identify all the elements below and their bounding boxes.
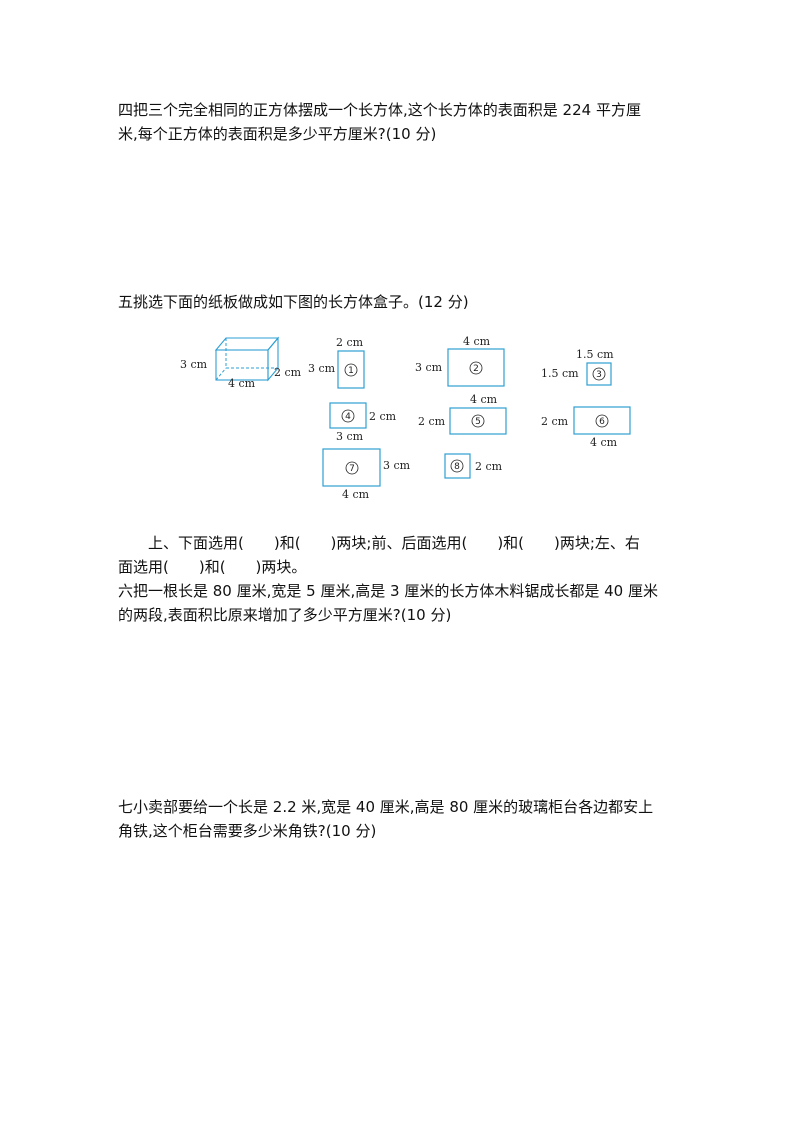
question-5-line-1: 五挑选下面的纸板做成如下图的长方体盒子。(12 分)	[118, 293, 469, 311]
cuboid-figure: 3 cm 2 cm 4 cm 1 2 cm 3 cm 2 4 cm 3 cm 3…	[178, 330, 638, 505]
question-5: 五挑选下面的纸板做成如下图的长方体盒子。(12 分)	[118, 290, 678, 314]
card-8: 8 2 cm	[444, 453, 503, 479]
card-4-num: 4	[345, 412, 351, 422]
card-4-bottom-label: 3 cm	[336, 430, 364, 443]
card-1-top-label: 2 cm	[336, 336, 364, 349]
card-5-circle	[471, 414, 485, 428]
card-3-top-label: 1.5 cm	[576, 348, 614, 361]
card-4-circle	[341, 409, 355, 423]
card-8-right-label: 2 cm	[475, 460, 503, 473]
cuboid-length-label: 4 cm	[228, 377, 256, 390]
card-3-circle	[592, 367, 606, 381]
card-7-circle	[345, 461, 359, 475]
question-6: 六把一根长是 80 厘米,宽是 5 厘米,高是 3 厘米的长方体木料锯成长都是 …	[118, 579, 678, 627]
card-1: 1 2 cm 3 cm	[308, 336, 365, 389]
card-4-right-label: 2 cm	[369, 410, 397, 423]
card-5-rect	[449, 407, 507, 435]
card-3-left-label: 1.5 cm	[541, 367, 579, 380]
question-5-answer-line-2: 面选用( )和( )两块。	[118, 558, 307, 576]
cuboid-height-label: 3 cm	[180, 358, 208, 371]
card-1-rect	[337, 350, 365, 389]
card-3-rect	[586, 362, 612, 386]
card-6-left-label: 2 cm	[541, 415, 569, 428]
card-2-num: 2	[473, 364, 479, 374]
figure-svg: 3 cm 2 cm 4 cm 1 2 cm 3 cm 2 4 cm 3 cm 3…	[180, 335, 631, 501]
card-5-num: 5	[475, 417, 481, 427]
card-5: 5 4 cm 2 cm	[418, 393, 507, 435]
question-6-line-2: 的两段,表面积比原来增加了多少平方厘米?(10 分)	[118, 606, 452, 624]
card-6: 6 2 cm 4 cm	[541, 406, 631, 449]
card-6-bottom-label: 4 cm	[590, 436, 618, 449]
question-4-line-2: 米,每个正方体的表面积是多少平方厘米?(10 分)	[118, 125, 437, 143]
question-5-answer-line-1: 上、下面选用( )和( )两块;前、后面选用( )和( )两块;左、右	[148, 534, 640, 552]
card-8-num: 8	[454, 462, 460, 472]
card-2-left-label: 3 cm	[415, 361, 443, 374]
card-1-left-label: 3 cm	[308, 362, 336, 375]
cuboid-back-face	[215, 349, 269, 381]
card-2-top-label: 4 cm	[463, 335, 491, 348]
cuboid-top-face	[214, 337, 280, 351]
card-7-bottom-label: 4 cm	[342, 488, 370, 501]
card-6-num: 6	[599, 417, 605, 427]
question-4: 四把三个完全相同的正方体摆成一个长方体,这个长方体的表面积是 224 平方厘 米…	[118, 98, 678, 146]
card-5-top-label: 4 cm	[470, 393, 498, 406]
card-3: 3 1.5 cm 1.5 cm	[541, 348, 614, 386]
question-5-answer: 上、下面选用( )和( )两块;前、后面选用( )和( )两块;左、右 面选用(…	[118, 531, 678, 579]
card-1-circle	[344, 363, 358, 377]
card-7-num: 7	[349, 464, 355, 474]
card-4-rect	[329, 402, 367, 429]
card-2-rect	[447, 348, 505, 387]
cuboid-depth-label: 2 cm	[274, 366, 302, 379]
card-7: 7 3 cm 4 cm	[322, 448, 411, 501]
card-7-right-label: 3 cm	[383, 459, 411, 472]
card-1-num: 1	[348, 366, 354, 376]
card-6-circle	[595, 414, 609, 428]
question-7-line-2: 角铁,这个柜台需要多少米角铁?(10 分)	[118, 822, 377, 840]
question-6-line-1: 六把一根长是 80 厘米,宽是 5 厘米,高是 3 厘米的长方体木料锯成长都是 …	[118, 582, 658, 600]
card-4: 4 2 cm 3 cm	[329, 402, 397, 443]
card-6-rect	[573, 406, 631, 435]
card-3-num: 3	[596, 370, 602, 380]
card-8-rect	[444, 453, 471, 479]
card-8-circle	[450, 459, 464, 473]
question-7: 七小卖部要给一个长是 2.2 米,宽是 40 厘米,高是 80 厘米的玻璃柜台各…	[118, 795, 678, 843]
card-2-circle	[469, 361, 483, 375]
card-7-rect	[322, 448, 381, 487]
card-5-left-label: 2 cm	[418, 415, 446, 428]
cuboid-drawing: 3 cm 2 cm 4 cm	[180, 336, 302, 390]
question-7-line-1: 七小卖部要给一个长是 2.2 米,宽是 40 厘米,高是 80 厘米的玻璃柜台各…	[118, 798, 654, 816]
cuboid-hidden-edge-3	[215, 367, 227, 381]
question-4-line-1: 四把三个完全相同的正方体摆成一个长方体,这个长方体的表面积是 224 平方厘	[118, 101, 641, 119]
card-2: 2 4 cm 3 cm	[415, 335, 505, 387]
